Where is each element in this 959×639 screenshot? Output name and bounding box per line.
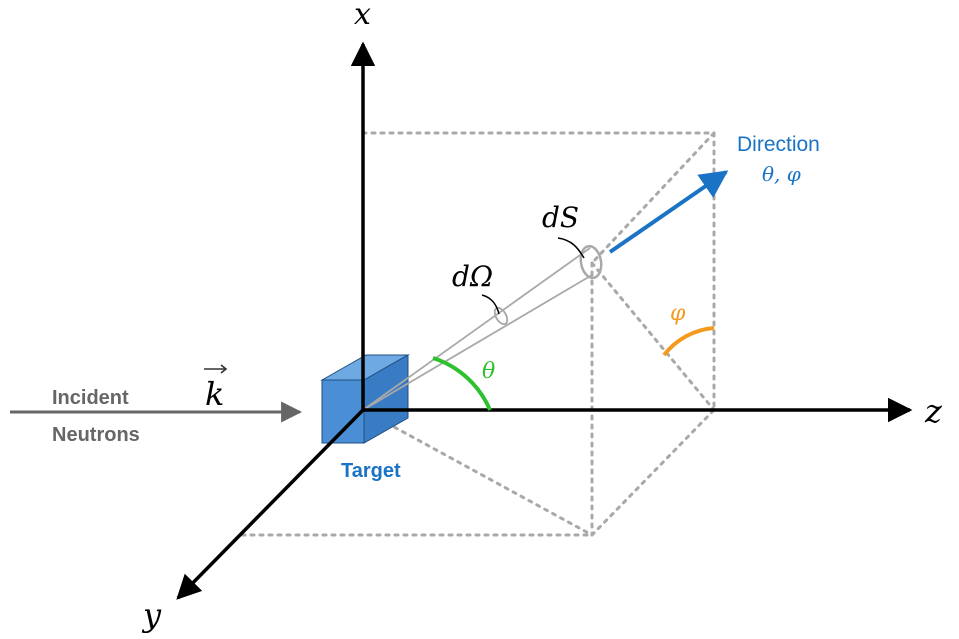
y-axis-label: y [141, 596, 162, 634]
dOmega-pointer [481, 294, 500, 315]
theta-arc [432, 356, 492, 411]
guide-box [240, 131, 716, 537]
direction-title: Direction [737, 133, 820, 156]
direction-angles: θ, φ [762, 162, 801, 186]
target-label: Target [341, 460, 401, 482]
surface-element-ellipse [579, 244, 603, 280]
dOmega-label: dΩ [452, 260, 493, 293]
dS-label: dS [542, 201, 579, 234]
x-axis-label: x [354, 0, 371, 32]
incident-label-line2: Neutrons [52, 424, 140, 446]
target-cube [320, 354, 410, 444]
cone-small-ellipse [493, 306, 509, 326]
wavevector-label: k [205, 375, 224, 413]
z-axis-label: z [924, 392, 943, 430]
y-axis [176, 408, 365, 600]
phi-label: φ [670, 301, 686, 326]
solid-angle-cone [362, 244, 603, 411]
direction-arrow [608, 170, 729, 254]
incident-label-line1: Incident [52, 387, 129, 409]
phi-arc [662, 326, 715, 357]
dS-pointer [557, 237, 585, 259]
theta-label: θ [482, 359, 495, 384]
